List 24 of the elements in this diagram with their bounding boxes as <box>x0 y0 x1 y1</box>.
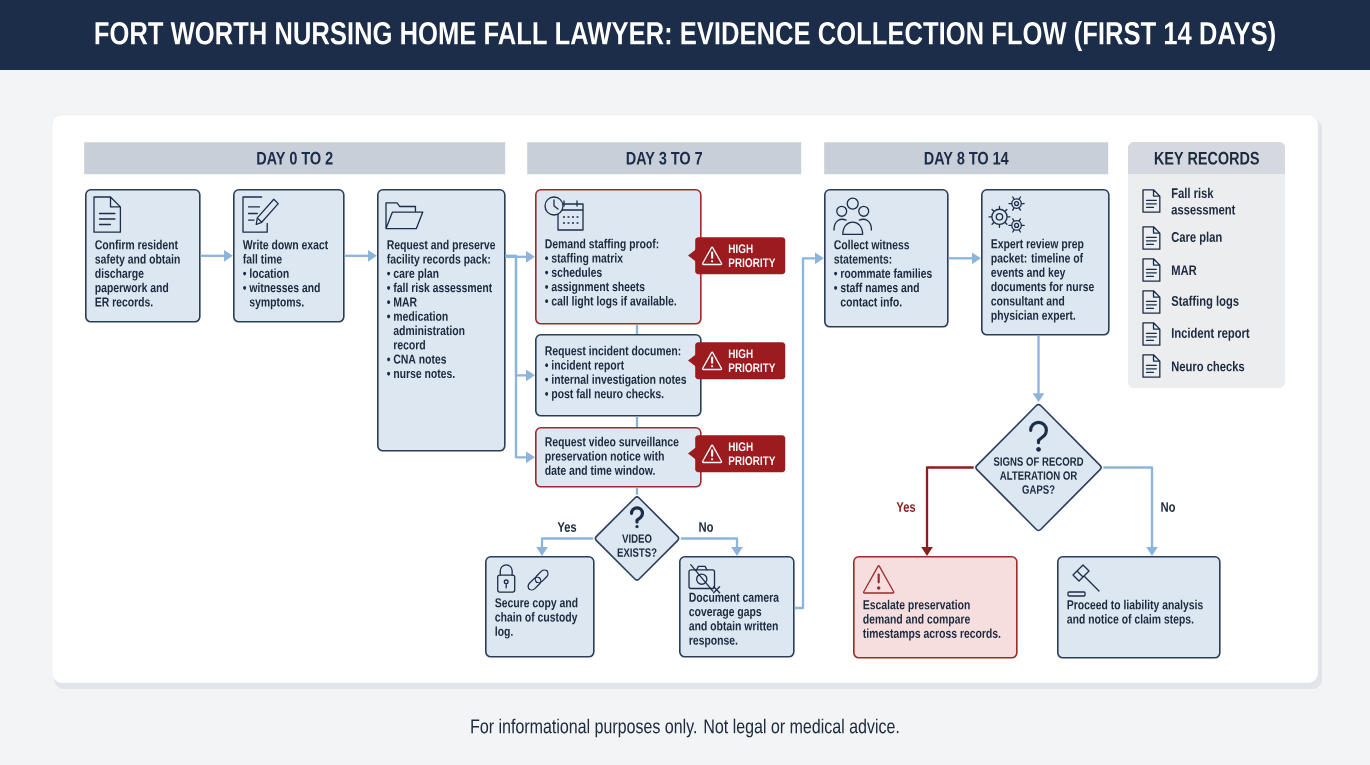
priority-badge: HIGH PRIORITY <box>688 237 786 275</box>
process-box: Document camera coverage gaps and obtain written response. <box>679 556 795 658</box>
process-box: Request and preserve facility records pack: • care plan • fall risk assessment • MAR • medication administration record • CNA notes • nurse notes. <box>377 189 506 452</box>
records-panel: KEY RECORDS Fall risk assessment Care plan MAR Staffing logs Incident report Neuro checks <box>1128 142 1285 388</box>
connector-line <box>635 487 639 495</box>
process-box: Secure copy and chain of custody log. <box>485 556 595 658</box>
footer-note: For informational purposes only. Not legal or medical advice. <box>471 718 899 738</box>
phase-header: DAY 0 TO 2 <box>84 142 506 175</box>
process-box: Demand staffing proof: • staffing matrix • schedules • assignment sheets • call light logs if available. <box>535 189 702 325</box>
process-box: Expert review prep packet: timeline of events and key documents for nurse consultant and physician expert. <box>981 189 1110 336</box>
title-banner: FORT WORTH NURSING HOME FALL LAWYER: EVIDENCE COLLECTION FLOW (FIRST 14 DAYS) <box>0 0 1370 70</box>
process-box: Request video surveillance preservation notice with date and time window. <box>535 427 702 488</box>
priority-badge: HIGH PRIORITY <box>688 435 786 473</box>
priority-badge: HIGH PRIORITY <box>688 342 786 380</box>
process-box: Escalate preservation demand and compare timestamps across records. <box>853 556 1018 659</box>
phase-header: DAY 8 TO 14 <box>824 142 1109 175</box>
process-box: Proceed to liability analysis and notice of claim steps. <box>1057 556 1221 659</box>
process-box: Confirm resident safety and obtain discharge paperwork and ER records. <box>85 189 201 323</box>
connector-line <box>635 324 639 334</box>
process-box: Collect witness statements: • roommate families • staff names and contact info. <box>824 189 949 328</box>
connector-line <box>635 416 639 427</box>
process-box: Write down exact fall time • location • witnesses and symptoms. <box>233 189 345 323</box>
process-box: Request incident documen: • incident report • internal investigation notes • post fall neuro checks. <box>535 334 702 417</box>
phase-header: DAY 3 TO 7 <box>527 142 802 175</box>
